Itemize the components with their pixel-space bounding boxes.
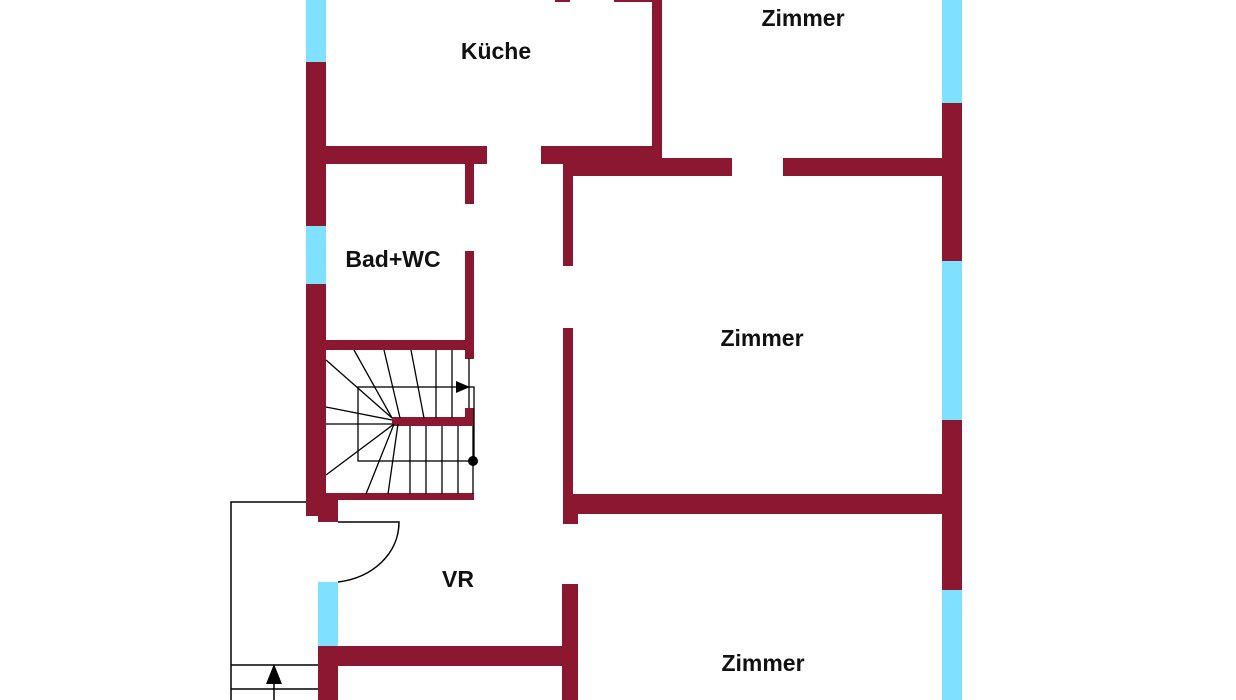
stair-step [365,423,395,495]
wall [565,158,732,176]
stair-step [353,349,393,419]
door-swing [337,521,400,583]
staircase [325,349,478,495]
stair-start-dot-icon [468,456,478,466]
wall [465,251,474,359]
room-labels: Küche Zimmer Bad+WC Zimmer VR Zimmer [345,5,844,676]
windows [306,0,962,700]
wall [318,498,338,522]
room-label-vr: VR [442,566,474,592]
wall [783,158,943,176]
stair-step [325,423,395,476]
window [942,0,962,103]
wall [392,417,474,426]
stair-step [410,349,425,419]
wall [318,646,578,666]
room-label-zimmer-middle: Zimmer [720,325,803,351]
wall [942,420,962,590]
wall [306,284,326,516]
window [942,261,962,420]
arrow-right-icon [456,381,470,393]
wall [942,103,962,261]
wall [326,493,474,500]
stair-step [387,423,399,495]
window [318,582,338,646]
stair-step [383,349,401,419]
wall [652,0,662,160]
wall [465,408,474,426]
wall [306,62,326,226]
window [942,590,962,700]
room-label-kueche: Küche [461,38,531,64]
wall [555,0,570,2]
wall [614,0,654,2]
window [306,226,326,284]
wall [465,160,474,204]
room-label-zimmer-bottom: Zimmer [721,650,804,676]
stair-step [325,406,393,421]
exterior-landing [230,501,306,700]
wall [306,146,487,164]
room-label-bad: Bad+WC [345,246,440,272]
window [306,0,326,62]
wall [562,584,578,700]
walls [306,0,962,700]
stair-step [325,359,393,419]
entrance [230,501,400,700]
wall [563,328,573,508]
arrow-up-icon [266,664,282,684]
wall [563,164,573,266]
wall [540,646,562,666]
wall [563,494,943,514]
room-label-zimmer-top: Zimmer [761,5,844,31]
wall [326,340,466,350]
